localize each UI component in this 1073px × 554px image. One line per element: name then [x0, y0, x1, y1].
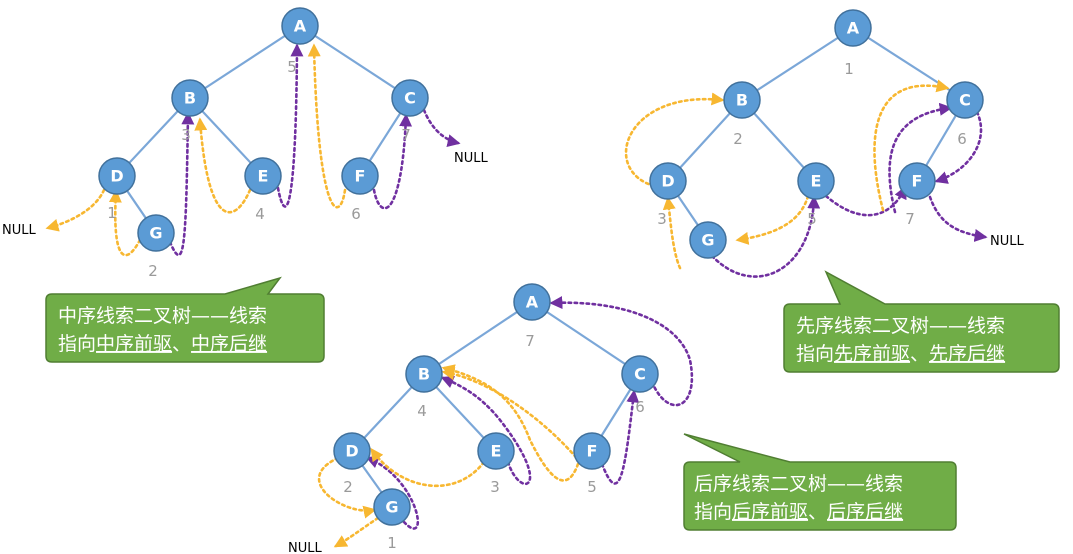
- postorder-node-c: C: [621, 355, 659, 393]
- postorder-node-b: B: [405, 355, 443, 393]
- postorder-null: NULL: [288, 541, 322, 554]
- svg-text:G: G: [149, 224, 162, 243]
- preorder-null: NULL: [990, 234, 1024, 249]
- inorder-callout-line2: 指向中序前驱、中序后继: [58, 333, 267, 355]
- preorder-callout: 先序线索二叉树——线索 指向先序前驱、先序后继: [783, 270, 1060, 373]
- inorder-order-c: 7: [401, 126, 411, 144]
- postorder-order-g: 1: [387, 534, 397, 552]
- inorder-order-d: 1: [107, 204, 117, 222]
- preorder-order-a: 1: [844, 60, 854, 78]
- postorder-node-g: G: [373, 488, 411, 526]
- preorder-order-e: 5: [807, 210, 817, 228]
- postorder-callout-line2: 指向后序前驱、后序后继: [694, 501, 903, 523]
- preorder-node-e: E: [797, 162, 835, 200]
- svg-text:F: F: [587, 442, 598, 461]
- svg-text:C: C: [959, 91, 971, 110]
- svg-text:C: C: [404, 89, 416, 108]
- inorder-order-b: 3: [181, 126, 191, 144]
- postorder-node-a: A: [513, 283, 551, 321]
- svg-text:A: A: [526, 293, 539, 312]
- preorder-tree: A B C D E F G 1 2 6 3 5 7 NULL: [624, 9, 1024, 278]
- preorder-order-d: 3: [657, 210, 667, 228]
- preorder-node-a: A: [834, 9, 872, 47]
- svg-text:B: B: [736, 91, 748, 110]
- postorder-node-d: D: [333, 432, 371, 470]
- postorder-order-c: 6: [635, 398, 645, 416]
- svg-text:C: C: [634, 365, 646, 384]
- svg-text:A: A: [847, 19, 860, 38]
- inorder-null-left: NULL: [2, 223, 36, 238]
- preorder-order-b: 2: [733, 130, 743, 148]
- postorder-tree: A B C D E F G 7 4 6 2 3 5 1 NULL: [288, 283, 694, 554]
- preorder-node-c: C: [946, 81, 984, 119]
- preorder-callout-line1: 先序线索二叉树——线索: [796, 315, 1005, 337]
- postorder-order-d: 2: [343, 478, 353, 496]
- svg-text:D: D: [661, 172, 674, 191]
- preorder-node-g: G: [689, 221, 727, 259]
- postorder-order-e: 3: [490, 478, 500, 496]
- inorder-node-f: F: [341, 157, 379, 195]
- preorder-node-d: D: [649, 162, 687, 200]
- postorder-callout-line1: 后序线索二叉树——线索: [694, 473, 903, 495]
- preorder-node-b: B: [723, 81, 761, 119]
- svg-text:B: B: [184, 89, 196, 108]
- inorder-node-b: B: [171, 79, 209, 117]
- postorder-order-a: 7: [525, 332, 535, 350]
- inorder-node-c: C: [391, 79, 429, 117]
- svg-text:A: A: [294, 17, 307, 36]
- inorder-order-e: 4: [255, 205, 265, 223]
- svg-text:E: E: [811, 172, 822, 191]
- svg-text:D: D: [110, 167, 123, 186]
- svg-text:E: E: [491, 442, 502, 461]
- inorder-null-right: NULL: [454, 151, 488, 166]
- inorder-order-a: 5: [287, 58, 297, 76]
- preorder-order-f: 7: [905, 210, 915, 228]
- svg-text:F: F: [912, 172, 923, 191]
- postorder-order-f: 5: [587, 478, 597, 496]
- svg-text:E: E: [258, 167, 269, 186]
- preorder-callout-line2: 指向先序前驱、先序后继: [796, 343, 1005, 365]
- inorder-node-e: E: [244, 157, 282, 195]
- postorder-callout: 后序线索二叉树——线索 指向后序前驱、后序后继: [683, 433, 957, 531]
- preorder-order-c: 6: [957, 130, 967, 148]
- svg-text:F: F: [355, 167, 366, 186]
- inorder-order-f: 6: [351, 205, 361, 223]
- preorder-node-f: F: [898, 162, 936, 200]
- inorder-node-a: A: [281, 7, 319, 45]
- svg-text:B: B: [418, 365, 430, 384]
- svg-text:G: G: [701, 231, 714, 250]
- inorder-order-g: 2: [148, 262, 158, 280]
- inorder-callout-line1: 中序线索二叉树——线索: [58, 305, 267, 327]
- inorder-tree: A B C D E F G 5 3 7 1 4 6 2 NULL NULL: [2, 7, 488, 280]
- inorder-node-g: G: [137, 214, 175, 252]
- postorder-order-b: 4: [417, 402, 427, 420]
- postorder-node-e: E: [477, 432, 515, 470]
- inorder-callout: 中序线索二叉树——线索 指向中序前驱、中序后继: [45, 276, 325, 363]
- svg-text:D: D: [345, 442, 358, 461]
- postorder-node-f: F: [573, 432, 611, 470]
- inorder-node-d: D: [98, 157, 136, 195]
- svg-text:G: G: [385, 498, 398, 517]
